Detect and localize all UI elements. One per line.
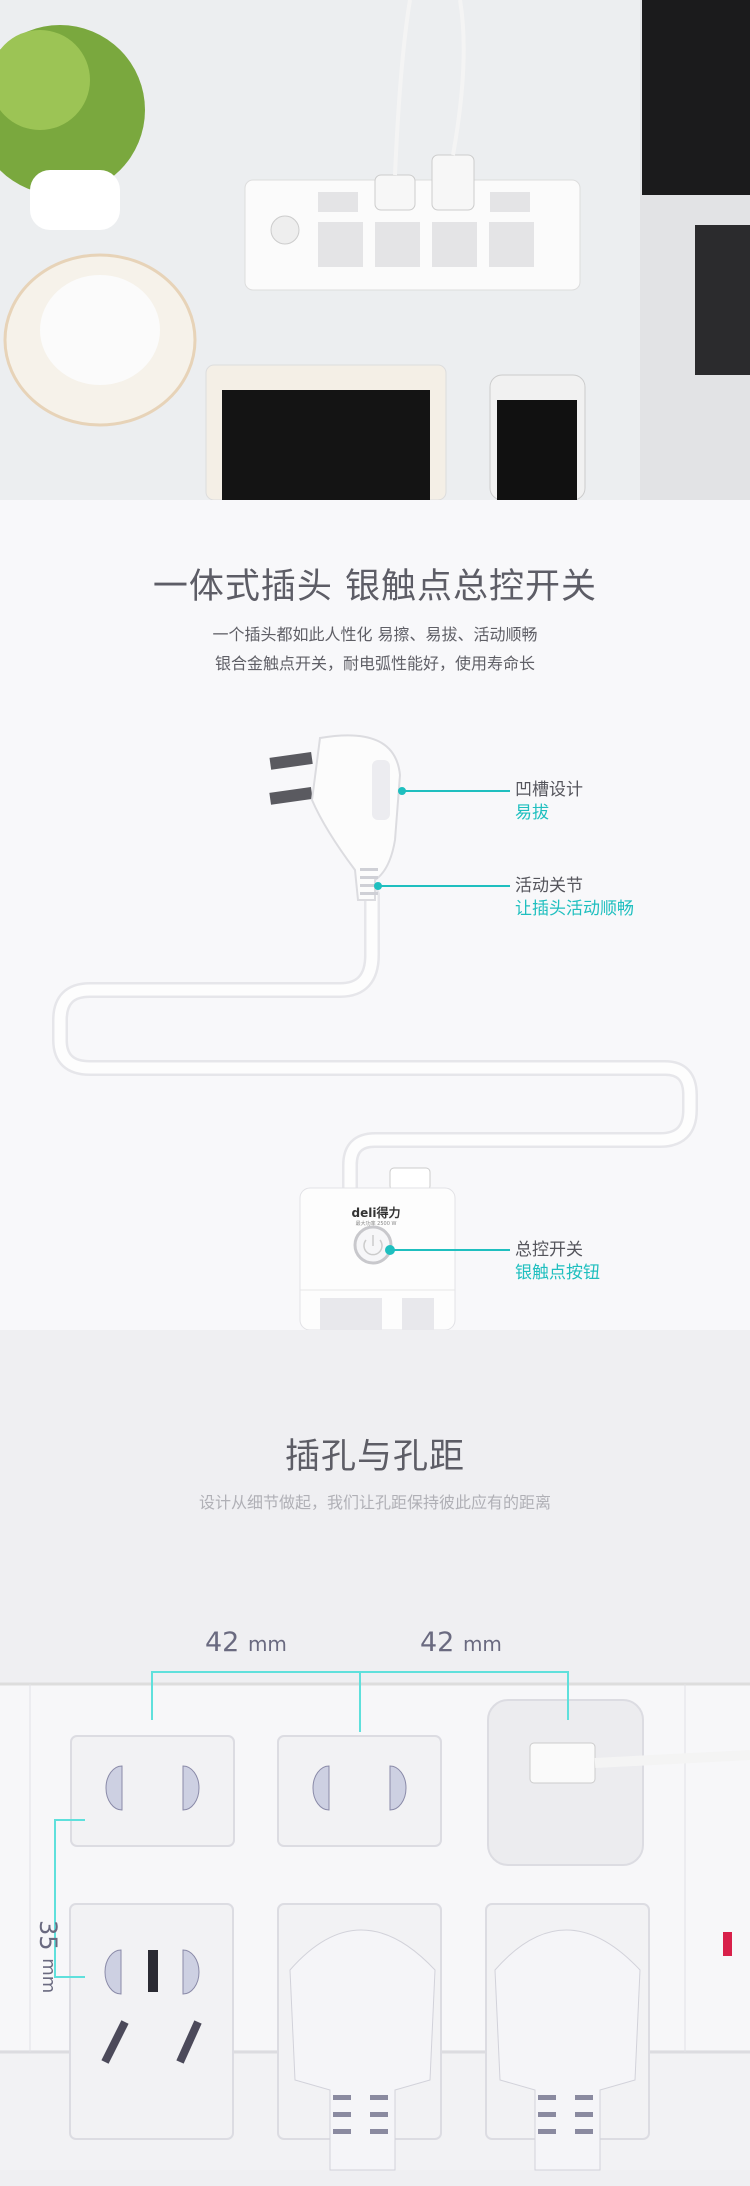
hero-product-photo	[0, 0, 750, 501]
socket-2pin-2	[277, 1735, 442, 1847]
plug-cord-illustration	[52, 734, 698, 1330]
section-subtitle-line-1: 一个插头都如此人性化 易擦、易拔、活动顺畅	[212, 625, 538, 644]
callout-detail: 银触点按钮	[515, 1263, 600, 1283]
callout-detail: 让插头活动顺畅	[515, 899, 634, 919]
callout-label: 活动关节	[515, 876, 583, 896]
section-subtitle-line-2: 银合金触点开关，耐电弧性能好，使用寿命长	[214, 654, 535, 673]
strip-brand-logo: deli得力	[351, 1206, 401, 1220]
callout-detail: 易拔	[515, 803, 549, 823]
power-strip-image	[299, 1167, 456, 1330]
section-subtitle: 设计从细节做起，我们让孔距保持彼此应有的距离	[198, 1493, 551, 1512]
dimension-label-1: 42 mm	[205, 1627, 287, 1658]
callout-lines	[374, 787, 510, 1255]
power-indicator-light	[723, 1932, 732, 1956]
section-title: 插孔与孔距	[284, 1437, 465, 1477]
callout-label: 凹槽设计	[515, 780, 583, 800]
callout-groove: 凹槽设计 易拔	[515, 779, 583, 825]
socket-spacing-section: 插孔与孔距 设计从细节做起，我们让孔距保持彼此应有的距离 42 mm 42 mm	[0, 1330, 750, 2186]
socket-closeup-illustration	[0, 1682, 750, 2171]
callout-master-switch: 总控开关 银触点按钮	[515, 1239, 600, 1285]
callout-label: 总控开关	[515, 1240, 583, 1260]
plug-image	[289, 1929, 641, 2171]
dimension-label-2: 42 mm	[420, 1627, 502, 1658]
section-title: 一体式插头 银触点总控开关	[152, 567, 598, 607]
desk-scene-illustration	[0, 0, 750, 501]
plug-head	[269, 734, 402, 901]
socket-2pin-1	[70, 1735, 235, 1847]
plug-switch-section: 一体式插头 银触点总控开关 一个插头都如此人性化 易擦、易拔、活动顺畅 银合金触…	[0, 500, 750, 1330]
dimension-brackets	[54, 1671, 569, 1978]
strip-power-rating: 最大功率 2500 W	[355, 1221, 397, 1227]
callout-joint: 活动关节 让插头活动顺畅	[515, 875, 634, 921]
dimension-label-3: 35 mm	[34, 1920, 62, 1994]
